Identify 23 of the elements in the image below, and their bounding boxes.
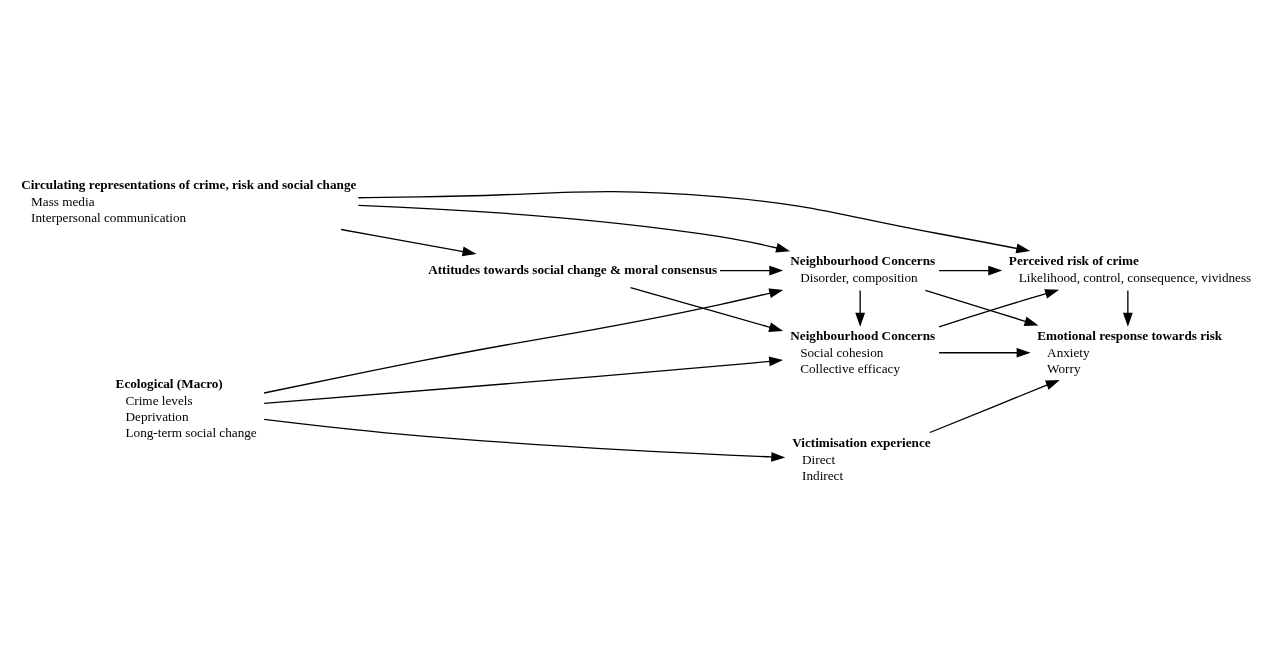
node-text: Attitudes towards social change & moral consensus — [428, 261, 718, 277]
node-text: Ecological (Macro) Crime levels Deprivation Long-term social change — [115, 375, 257, 440]
node-text: Victimisation experience Direct Indirect — [792, 434, 931, 483]
arrow — [719, 265, 784, 275]
arrow — [263, 287, 784, 394]
arrow — [357, 190, 1031, 253]
arrow — [263, 418, 786, 462]
arrow — [929, 379, 1060, 433]
arrow — [263, 356, 784, 404]
arrow — [357, 204, 791, 253]
node-text: Neighbourhood Concerns Social cohesion Collective efficacy — [790, 327, 936, 376]
arrow — [938, 265, 1003, 275]
arrow — [938, 288, 1060, 328]
arrow — [629, 286, 784, 332]
arrow — [340, 228, 477, 256]
node-text: Perceived risk of crime Likelihood, control, consequence, vividness — [1008, 252, 1252, 285]
arrow — [1122, 289, 1133, 327]
node-text: Emotional response towards risk Anxiety Worry — [1037, 327, 1223, 376]
arrow — [855, 289, 866, 327]
node-text: Neighbourhood Concerns Disorder, composition — [790, 252, 936, 285]
arrow — [938, 347, 1031, 358]
arrow — [924, 289, 1039, 326]
node-text: Circulating representations of crime, risk and social change Mass media Interpersonal communication — [21, 176, 357, 225]
